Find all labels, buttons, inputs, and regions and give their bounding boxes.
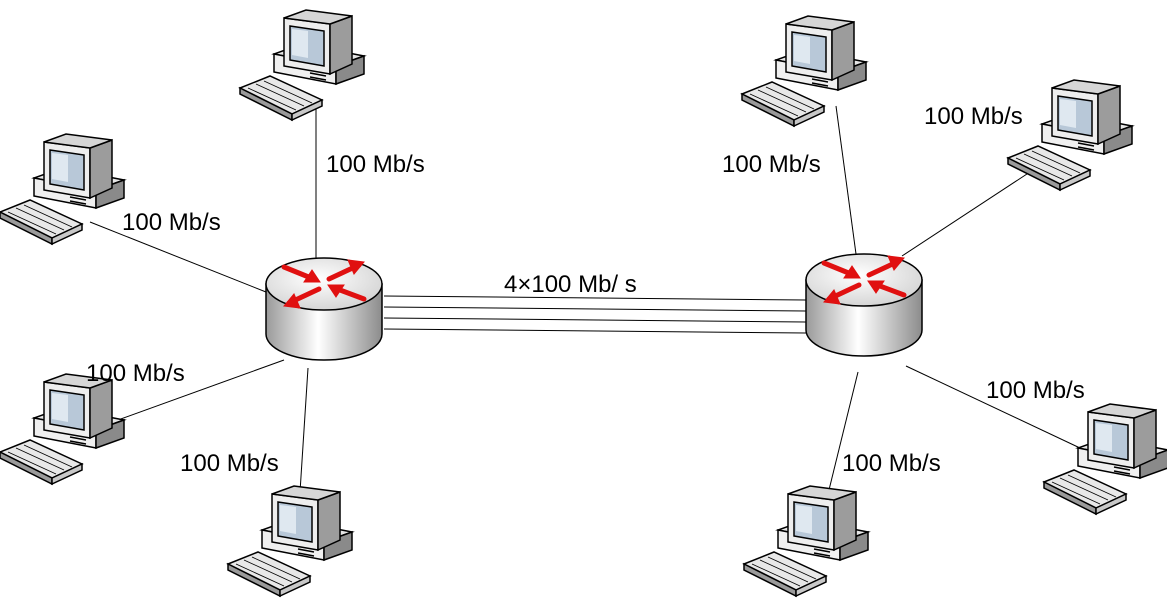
desktop-computer-icon [239, 9, 365, 121]
link-label-right-bottom: 100 Mb/s [842, 450, 941, 477]
link-label-right-upper: 100 Mb/s [924, 103, 1023, 130]
router-icon [806, 254, 922, 356]
trunk-links [383, 295, 807, 334]
link-right-bottom [827, 371, 859, 495]
desktop-computer-icon [0, 373, 125, 485]
desktop-computer-icon [1043, 403, 1167, 515]
link-left-bottom [299, 367, 309, 493]
connection-lines [89, 98, 1081, 495]
link-label-right-top: 100 Mb/s [722, 151, 821, 178]
desktop-computer-icon [743, 485, 869, 597]
link-label-left-top: 100 Mb/s [326, 151, 425, 178]
link-label-left-lower: 100 Mb/s [86, 360, 185, 387]
link-left-upper [89, 221, 267, 293]
trunk-label: 4×100 Mb/ s [504, 271, 637, 298]
link-label-left-upper: 100 Mb/s [122, 209, 221, 236]
link-label-right-lower: 100 Mb/s [986, 377, 1085, 404]
link-right-upper [901, 171, 1031, 257]
link-left-lower [117, 359, 285, 421]
router-icon [266, 258, 382, 360]
link-right-lower [905, 365, 1081, 449]
desktop-computer-icon [227, 485, 353, 597]
desktop-computer-icon [0, 133, 125, 245]
link-right-top [835, 105, 857, 255]
desktop-computer-icon [1007, 79, 1133, 191]
link-label-left-bottom: 100 Mb/s [180, 450, 279, 477]
desktop-computer-icon [741, 15, 867, 127]
